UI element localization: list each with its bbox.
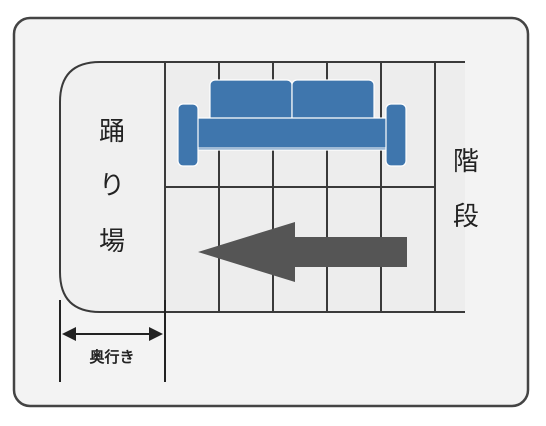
- landing-area: [59, 61, 166, 313]
- landing-label-char-2: り: [99, 171, 125, 201]
- depth-dimension: [59, 300, 166, 382]
- sofa-icon: [177, 79, 407, 167]
- landing-label-char-3: 場: [99, 227, 125, 257]
- landing-label: 踊 り 場: [99, 117, 125, 257]
- stairs-label: 階 段: [453, 147, 479, 232]
- landing-label-char-1: 踊: [99, 117, 125, 147]
- depth-label: 奥行き: [89, 348, 134, 366]
- arrow-left-icon: [198, 222, 407, 282]
- stairs-label-char-1: 階: [453, 147, 479, 177]
- stairs-label-char-2: 段: [453, 202, 479, 232]
